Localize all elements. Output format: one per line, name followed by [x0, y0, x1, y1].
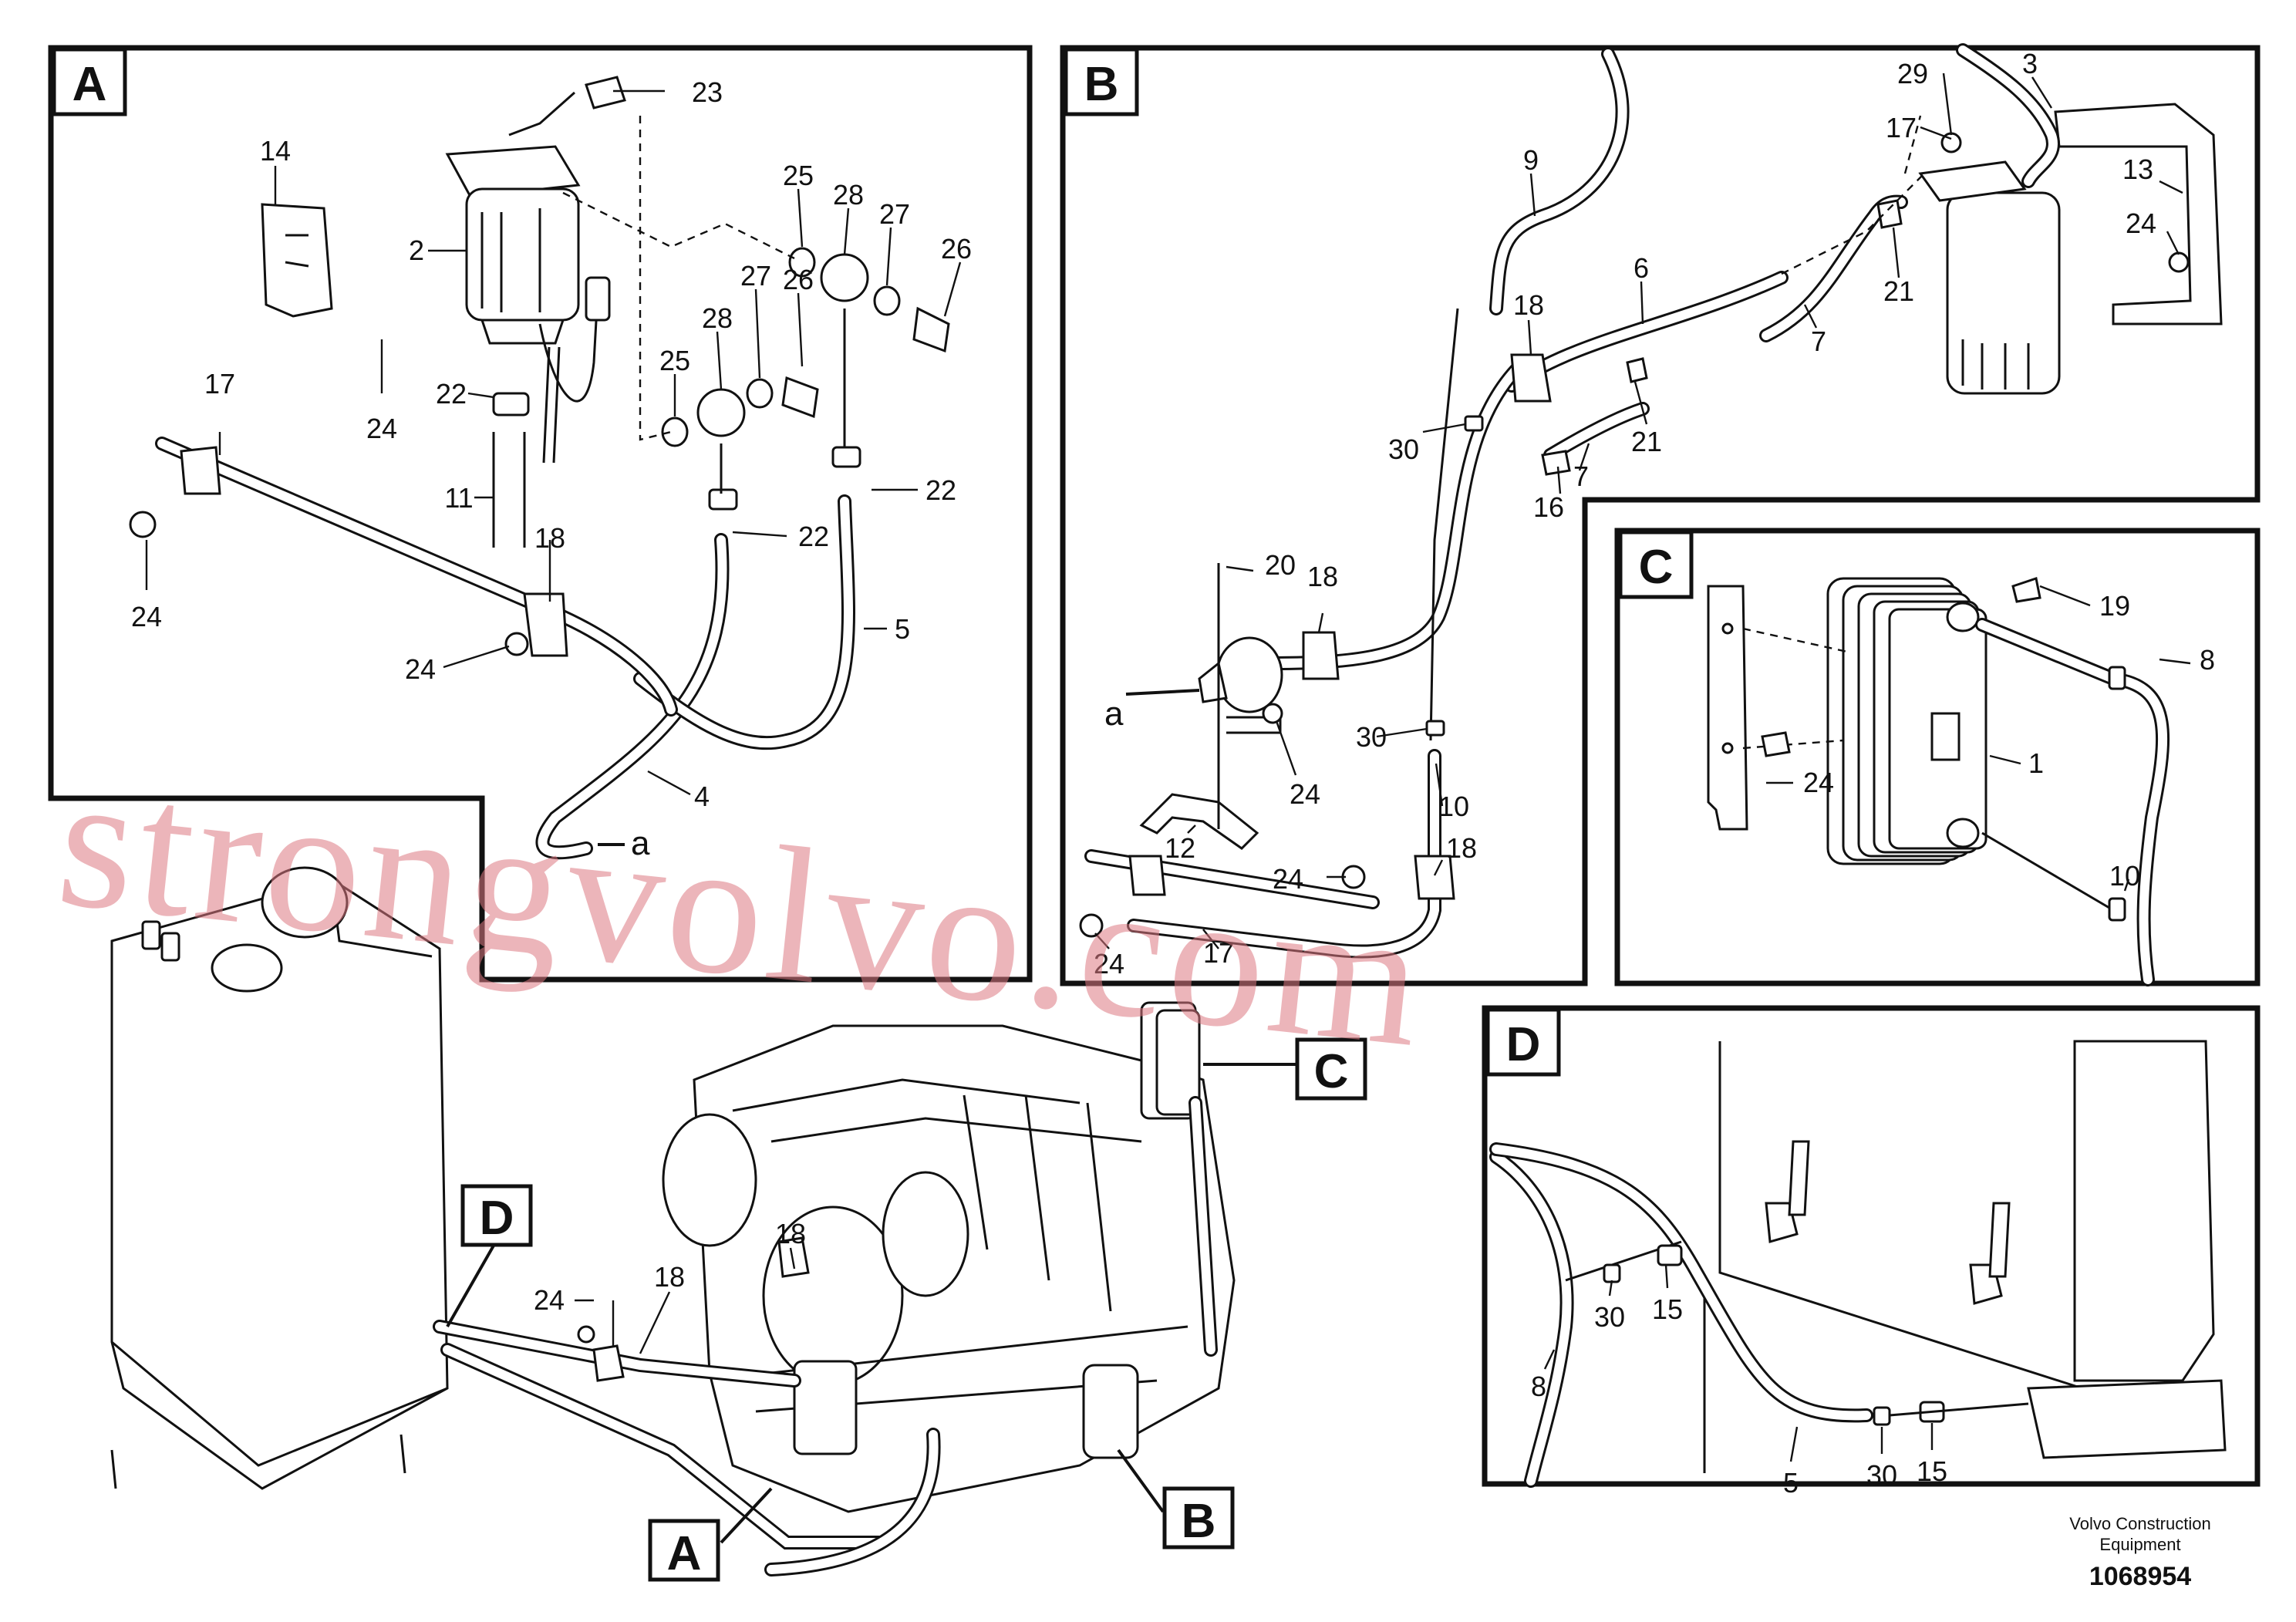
drawing-number: 1068954 [2089, 1562, 2191, 1591]
callout-6: 6 [1633, 252, 1649, 284]
callout-28-a2: 28 [702, 302, 733, 334]
footer: Volvo Construction Equipment 1068954 [2069, 1514, 2210, 1591]
callout-25-a1: 25 [783, 160, 814, 191]
callout-27-a1: 27 [879, 198, 910, 230]
callout-19: 19 [2099, 590, 2130, 622]
callout-10-c: 10 [2109, 860, 2140, 892]
callout-7-b2: 7 [1573, 460, 1589, 492]
callout-14: 14 [260, 135, 291, 167]
callout-29: 29 [1897, 58, 1928, 89]
footer-company-line2: Equipment [2099, 1535, 2180, 1554]
callout-23: 23 [692, 76, 723, 108]
callout-24-b3: 24 [1273, 863, 1303, 895]
callout-24-a3: 24 [405, 653, 436, 685]
callout-1: 1 [2028, 747, 2044, 779]
callout-a-a: a [631, 824, 650, 862]
callout-5-a: 5 [895, 613, 910, 645]
section-label-a: A [72, 58, 107, 111]
callout-18-m1: 18 [775, 1218, 806, 1249]
panel-d: D 30 15 8 5 30 15 [1482, 1005, 2261, 1499]
callout-18-b2: 18 [1307, 561, 1338, 592]
callout-3: 3 [2022, 48, 2038, 79]
main-assembly: A B C D 18 18 24 [110, 866, 1367, 1582]
callout-17-b: 17 [1886, 112, 1917, 143]
callout-21-b1: 21 [1883, 275, 1914, 307]
callout-24-m: 24 [534, 1284, 565, 1316]
callout-30-b1: 30 [1388, 433, 1419, 465]
callout-21-b2: 21 [1631, 426, 1662, 457]
marker-d: D [480, 1192, 514, 1245]
callout-13: 13 [2122, 153, 2153, 185]
marker-b: B [1182, 1495, 1216, 1548]
callout-30-d1: 30 [1594, 1301, 1625, 1333]
callout-30-d2: 30 [1866, 1459, 1897, 1491]
callout-12: 12 [1165, 832, 1195, 864]
callout-17-a: 17 [204, 368, 235, 400]
callout-5-d: 5 [1783, 1467, 1799, 1499]
callout-26-a2: 26 [783, 264, 814, 295]
callout-28-a1: 28 [833, 179, 864, 211]
callout-18-a: 18 [534, 522, 565, 554]
marker-c: C [1314, 1045, 1349, 1098]
callout-24-b1: 24 [2126, 207, 2156, 239]
callout-27-a2: 27 [740, 260, 771, 292]
callout-24-b2: 24 [1290, 778, 1320, 810]
callout-18-b3: 18 [1446, 832, 1477, 864]
section-label-d: D [1506, 1018, 1541, 1071]
callout-a-b: a [1104, 695, 1124, 733]
callout-9: 9 [1523, 144, 1539, 176]
callout-24-a2: 24 [131, 601, 162, 632]
callout-7-b1: 7 [1811, 325, 1826, 357]
callout-8-d: 8 [1531, 1371, 1546, 1402]
callout-22-a3: 22 [798, 521, 829, 552]
callout-30-b2: 30 [1356, 721, 1387, 753]
callout-15-d1: 15 [1652, 1293, 1683, 1325]
callout-22-a2: 22 [925, 474, 956, 506]
callout-8-c: 8 [2200, 644, 2215, 676]
callout-24-a1: 24 [366, 413, 397, 444]
callout-2: 2 [409, 234, 424, 266]
callout-17-b2: 17 [1203, 937, 1234, 969]
callout-25-a2: 25 [659, 345, 690, 376]
marker-a: A [667, 1527, 702, 1580]
callout-10-b: 10 [1438, 791, 1469, 822]
panel-c: C 19 8 1 24 10 [1614, 528, 2261, 986]
callout-15-d2: 15 [1917, 1455, 1947, 1487]
callout-24-b4: 24 [1094, 948, 1124, 980]
callout-18-m2: 18 [654, 1261, 685, 1293]
footer-company-line1: Volvo Construction [2069, 1514, 2210, 1533]
section-label-c: C [1639, 541, 1674, 594]
callout-16: 16 [1533, 491, 1564, 523]
panel-a: A [48, 45, 1033, 983]
callout-11: 11 [444, 482, 473, 514]
callout-4: 4 [694, 781, 710, 812]
callout-24-c: 24 [1803, 767, 1834, 798]
panel-b: B [1060, 43, 2261, 986]
callout-22-a1: 22 [436, 378, 467, 410]
callout-26-a1: 26 [941, 233, 972, 265]
callout-18-b1: 18 [1513, 289, 1544, 321]
callout-20: 20 [1265, 549, 1296, 581]
section-label-b: B [1084, 58, 1119, 111]
